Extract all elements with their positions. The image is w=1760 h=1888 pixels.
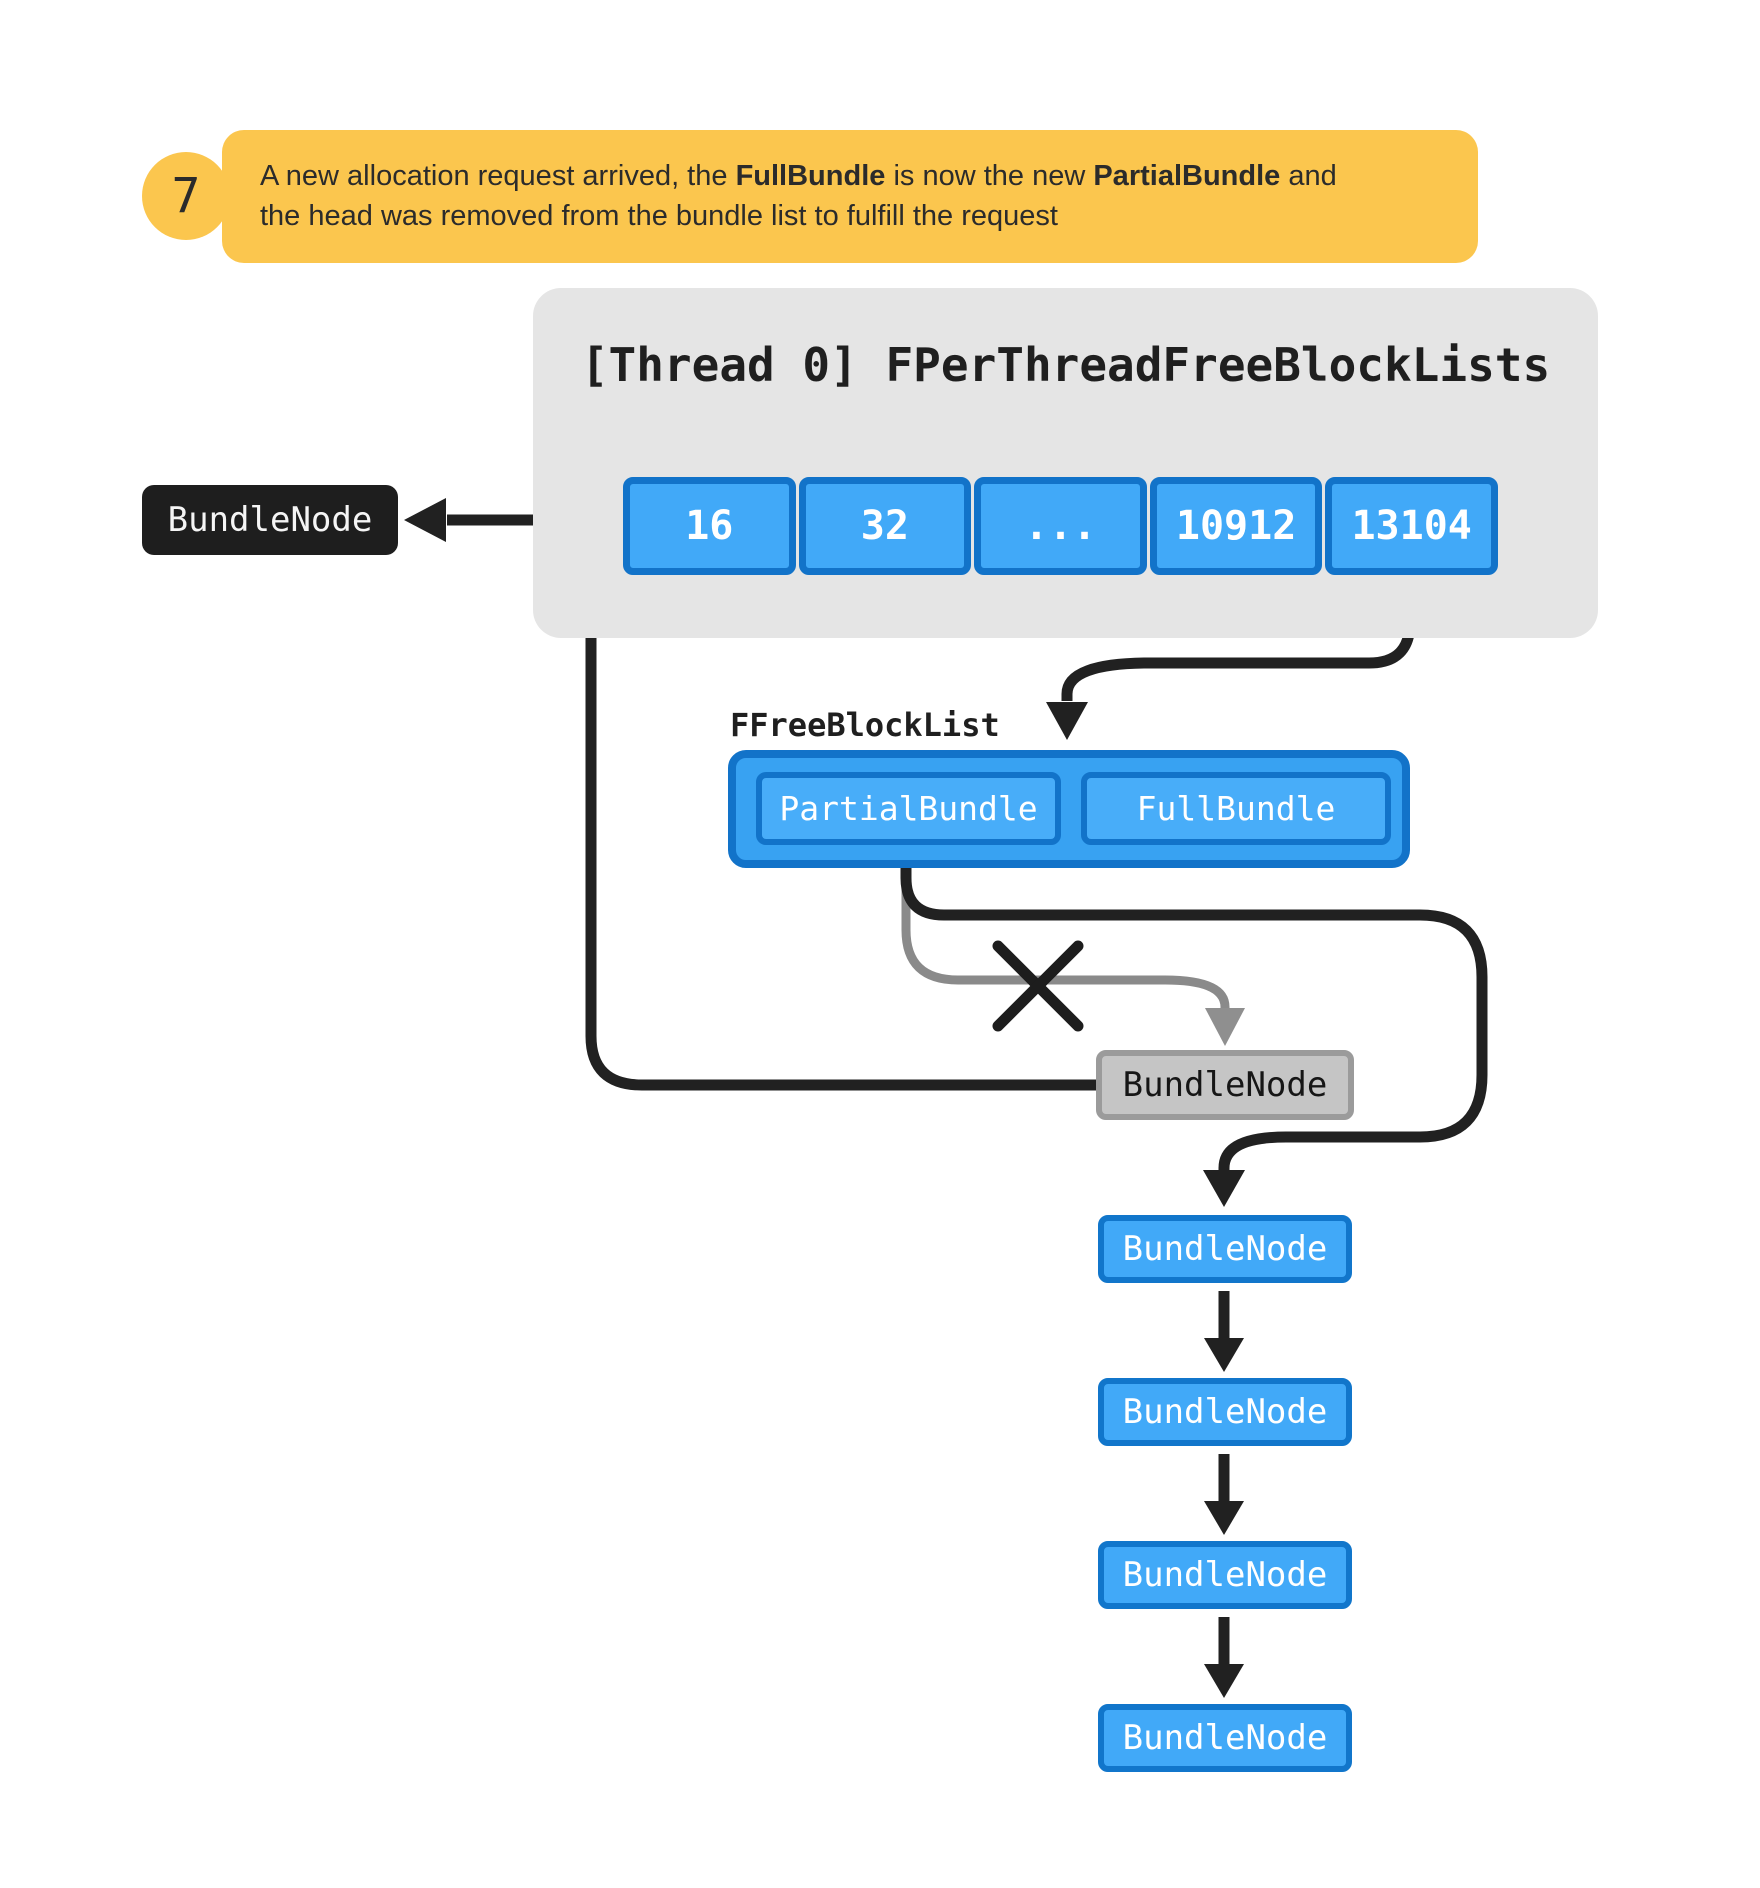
arrowhead-oldhead-to-removed-node	[404, 498, 446, 542]
block-size-cell: 10912	[1149, 477, 1323, 575]
old-head-bundlenode: BundleNode	[1096, 1050, 1354, 1120]
chain-arrowhead-3	[1204, 1664, 1244, 1698]
arrowhead-cell-to-freeblocklist	[1046, 702, 1088, 740]
freeblocklist-label: FFreeBlockList	[730, 706, 1000, 744]
block-size-cell: 16	[623, 477, 796, 575]
full-bundle-slot: FullBundle	[1081, 772, 1391, 845]
step-number-badge: 7	[142, 152, 230, 240]
arrow-new-pointer-black	[900, 864, 1488, 1171]
partial-bundle-slot: PartialBundle	[756, 772, 1061, 845]
chain-bundlenode-1: BundleNode	[1098, 1215, 1352, 1283]
block-size-cell-row: 16 32 ... 10912 13104	[623, 477, 1498, 575]
arrowhead-new-pointer-black	[1203, 1170, 1245, 1207]
removed-bundlenode: BundleNode	[142, 485, 398, 555]
cross-out-x-stroke-2	[992, 940, 1084, 1032]
per-thread-panel-title: [Thread 0] FPerThreadFreeBlockLists	[580, 338, 1551, 392]
step-callout: A new allocation request arrived, the Fu…	[222, 130, 1478, 263]
block-size-cell: 32	[798, 477, 972, 575]
arrowhead-old-pointer-gray	[1205, 1008, 1245, 1046]
chain-bundlenode-4: BundleNode	[1098, 1704, 1352, 1772]
block-size-cell: ...	[974, 477, 1147, 575]
arrow-cell-to-freeblocklist	[1061, 583, 1416, 701]
chain-arrowhead-2	[1204, 1501, 1244, 1535]
block-size-cell: 13104	[1325, 477, 1498, 575]
chain-arrowhead-1	[1204, 1338, 1244, 1372]
per-thread-panel	[533, 288, 1598, 638]
chain-bundlenode-2: BundleNode	[1098, 1378, 1352, 1446]
chain-bundlenode-3: BundleNode	[1098, 1541, 1352, 1609]
arrow-old-pointer-gray	[901, 864, 1230, 1008]
